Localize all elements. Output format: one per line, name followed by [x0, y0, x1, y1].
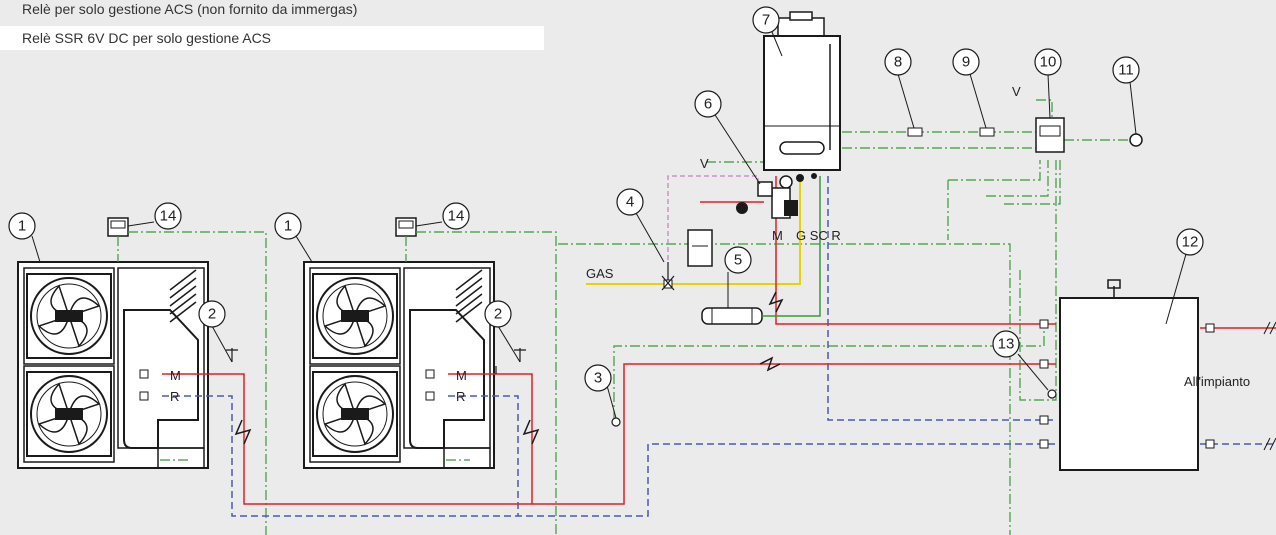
- callout-2a: 2: [198, 300, 226, 328]
- callout-7: 7: [752, 6, 780, 34]
- thermostat-module: [1035, 117, 1065, 153]
- m-label-hp1: M: [170, 368, 181, 383]
- m-label-boiler: M: [772, 228, 783, 243]
- callout-10: 10: [1034, 48, 1062, 76]
- callout-3: 3: [584, 364, 612, 392]
- callout-14b: 14: [442, 202, 470, 230]
- svg-text:2: 2: [494, 306, 502, 323]
- gas-line: [586, 176, 801, 285]
- storage-tank: [1059, 279, 1199, 471]
- v-label-thermostat: V: [1012, 84, 1021, 99]
- callout-11: 11: [1112, 56, 1140, 84]
- flow-probe: [611, 417, 621, 427]
- r-label-hp1: R: [170, 389, 179, 404]
- svg-text:1: 1: [18, 218, 26, 235]
- svg-text:9: 9: [962, 54, 970, 71]
- gas-valve: [661, 262, 675, 291]
- svg-text:7: 7: [762, 12, 770, 29]
- svg-text:5: 5: [734, 252, 742, 269]
- svg-text:11: 11: [1118, 62, 1134, 79]
- heat-pump-2: [303, 261, 495, 469]
- outdoor-probe: [1129, 133, 1143, 147]
- callout-14a: 14: [154, 202, 182, 230]
- valve-marks: [139, 127, 1215, 449]
- pipe-break-flow: [1263, 321, 1276, 335]
- callout-1b: 1: [274, 212, 302, 240]
- filter: [701, 176, 821, 325]
- callout-9: 9: [952, 48, 980, 76]
- callout-2b: 2: [484, 300, 512, 328]
- svg-text:14: 14: [448, 208, 465, 225]
- svg-text:6: 6: [704, 96, 712, 113]
- v-label-boiler: V: [700, 156, 709, 171]
- callout-1a: 1: [8, 212, 36, 240]
- svg-text:10: 10: [1040, 54, 1057, 71]
- callout-13: 13: [992, 330, 1020, 358]
- heat-pump-1: [17, 261, 209, 469]
- callout-4: 4: [616, 188, 644, 216]
- check-valves: [234, 291, 784, 445]
- m-label-hp2: M: [456, 368, 467, 383]
- remote-control-1: [107, 217, 129, 237]
- to-system-label: All'impianto: [1184, 374, 1250, 389]
- svg-text:4: 4: [626, 194, 634, 211]
- boiler-connections-label: G SC R: [796, 228, 841, 243]
- callout-12: 12: [1176, 228, 1204, 256]
- legend-item-ssr-relay: Relè SSR 6V DC per solo gestione ACS: [0, 26, 544, 50]
- leader-lines: [31, 31, 1187, 419]
- svg-text:12: 12: [1182, 234, 1199, 251]
- tank-probe: [1047, 389, 1057, 399]
- callout-5: 5: [724, 246, 752, 274]
- svg-text:8: 8: [894, 54, 902, 71]
- r-label-hp2: R: [456, 389, 465, 404]
- legend-item-relay: Relè per solo gestione ACS (non fornito …: [22, 1, 358, 17]
- relay-wiring: [667, 175, 759, 260]
- remote-control-2: [395, 217, 417, 237]
- dosing-tank: [687, 229, 713, 267]
- gas-label: GAS: [586, 266, 614, 281]
- boiler: [736, 11, 841, 219]
- pipe-break-return: [1263, 437, 1276, 451]
- callout-6: 6: [694, 90, 722, 118]
- svg-text:3: 3: [594, 370, 602, 387]
- svg-text:2: 2: [208, 306, 216, 323]
- callout-8: 8: [884, 48, 912, 76]
- svg-text:13: 13: [998, 336, 1015, 353]
- safety-valve-1: [207, 348, 238, 374]
- svg-text:1: 1: [284, 218, 292, 235]
- svg-text:14: 14: [160, 208, 177, 225]
- safety-valve-2: [495, 348, 526, 374]
